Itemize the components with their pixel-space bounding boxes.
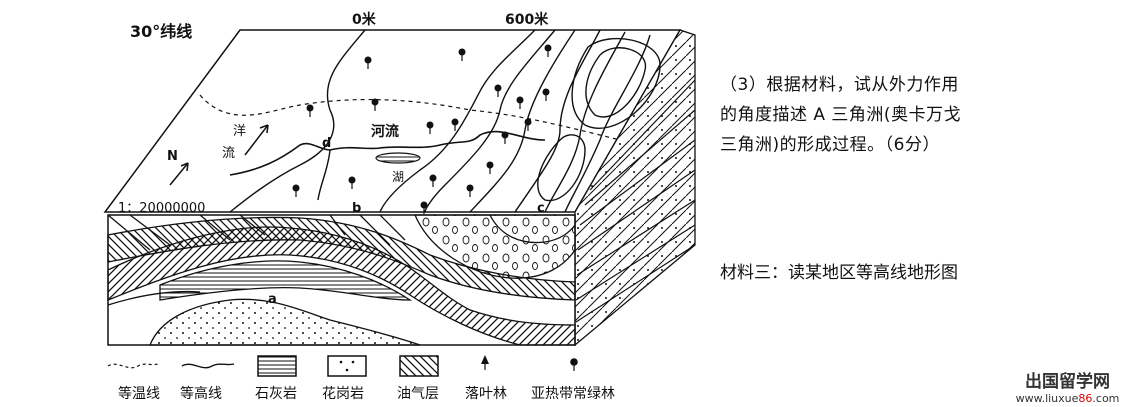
legend-label-oil-gas: 油气层	[397, 386, 439, 402]
legend-label-evergreen: 亚热带常绿林	[531, 386, 615, 402]
limestone-symbol	[257, 355, 297, 377]
watermark-name: 出国留学网	[1025, 372, 1110, 392]
current-arrow	[244, 124, 269, 156]
block-right-face	[574, 29, 696, 347]
point-label-b: b	[352, 201, 361, 216]
isotherm-line	[199, 94, 621, 141]
tree-icons	[292, 44, 552, 214]
river-label: 河流	[371, 123, 399, 140]
upper-strata	[107, 216, 576, 301]
watermark-url-prefix: www.liuxue	[1015, 392, 1079, 405]
legend-label-isotherm: 等温线	[118, 385, 160, 402]
scale-label: 1：20000000	[118, 201, 205, 216]
evergreen-tree-icon	[570, 358, 578, 371]
legend-label-granite: 花岗岩	[322, 386, 364, 402]
material-label: 材料三：读某地区等高线地形图	[720, 263, 958, 283]
watermark-url: www.liuxue86.com	[1005, 392, 1130, 406]
lake-label: 湖	[392, 169, 404, 184]
point-label-c: c	[537, 201, 545, 216]
limestone-layer	[159, 260, 413, 301]
contour-symbol	[181, 363, 235, 369]
lake	[375, 152, 421, 164]
contour-lines	[229, 29, 661, 213]
syncline-basin	[414, 214, 576, 279]
contour-label-600m: 600米	[505, 11, 549, 28]
oil-gas-symbol	[399, 355, 439, 377]
legend-label-contour: 等高线	[180, 385, 222, 402]
question-line: 的角度描述 A 三角洲(奥卡万戈	[720, 105, 962, 125]
current-label-1: 洋	[233, 124, 246, 139]
contour-label-0m: 0米	[352, 11, 377, 28]
block-diagram: 30°纬线 0米 600米 河流 湖 洋 流 N 1：20000000 a b …	[103, 11, 696, 402]
isotherm-symbol	[107, 363, 159, 369]
granite-body	[149, 298, 421, 346]
river	[229, 130, 546, 176]
watermark-url-suffix: .com	[1092, 392, 1120, 405]
question-text: （3）根据材料，试从外力作用 的角度描述 A 三角洲(奥卡万戈 三角洲)的形成过…	[720, 70, 1040, 160]
right-face-strata	[575, 79, 696, 323]
legend: 等温线 等高线 石灰岩 花岗岩 油气层 落叶林 亚热带常绿林	[107, 355, 615, 402]
granite-symbol	[327, 355, 367, 377]
watermark: 出国留学网 www.liuxue86.com	[1005, 372, 1130, 406]
current-label-2: 流	[222, 146, 235, 161]
latitude-label: 30°纬线	[130, 22, 192, 41]
point-label-a: a	[268, 292, 277, 307]
question-line: 三角洲)的形成过程。（6分）	[720, 135, 940, 155]
deciduous-tree-icon	[481, 355, 489, 370]
legend-label-limestone: 石灰岩	[255, 386, 297, 402]
question-line: （3）根据材料，试从外力作用	[720, 75, 959, 95]
north-arrow	[169, 162, 189, 186]
legend-label-deciduous: 落叶林	[465, 386, 507, 402]
point-label-d: d	[322, 136, 331, 151]
north-label: N	[167, 149, 178, 164]
watermark-url-highlight: 86	[1078, 392, 1093, 405]
cross-section	[107, 214, 576, 346]
